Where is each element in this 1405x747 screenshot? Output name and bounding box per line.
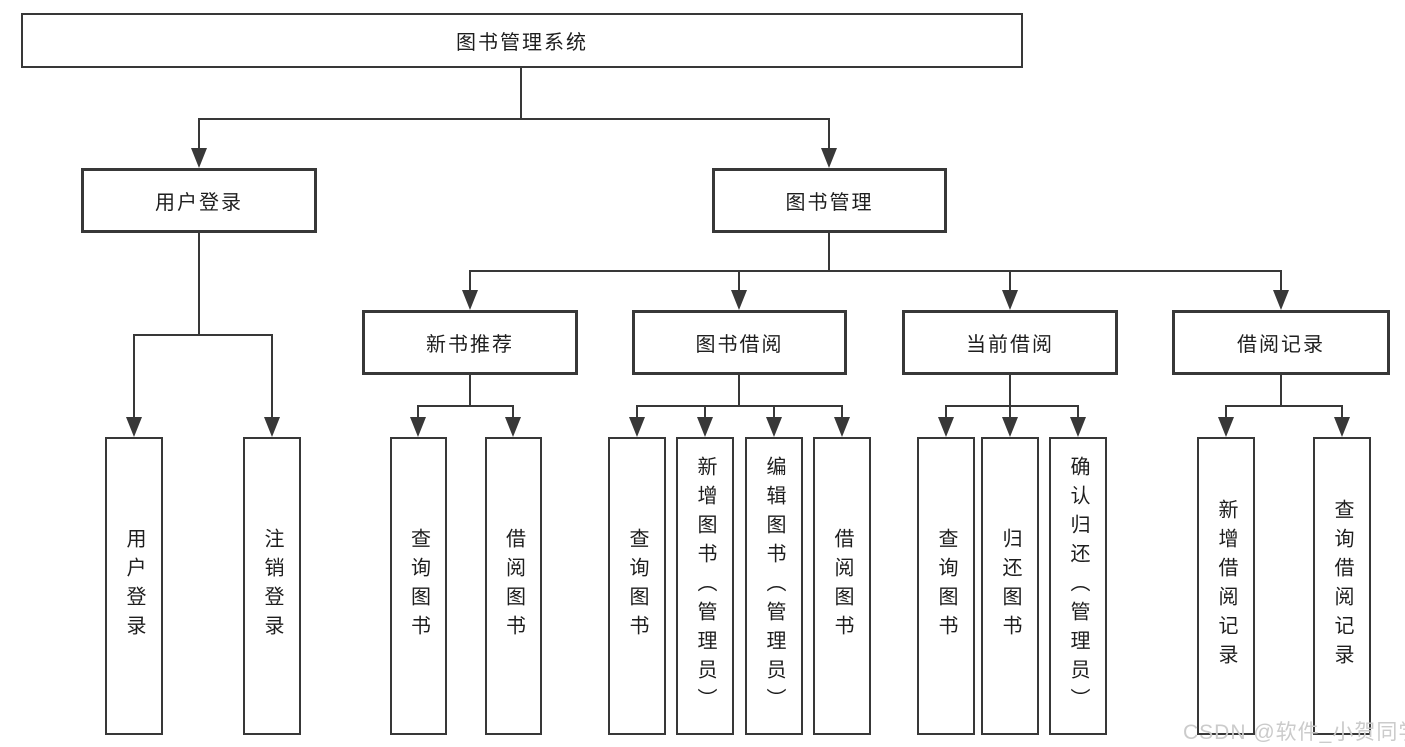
connector-vline <box>1009 375 1011 407</box>
leaf-current-confirm-return-label: 确认归还（管理员） <box>1067 455 1089 717</box>
connector-vline <box>1225 406 1227 420</box>
arrowhead-down <box>126 417 142 437</box>
arrowhead-down <box>821 148 837 168</box>
leaf-user-login-label: 用户登录 <box>123 528 145 644</box>
connector-vline <box>636 406 638 420</box>
leaf-current-return-book-label: 归还图书 <box>999 528 1021 644</box>
connector-vline <box>1341 406 1343 420</box>
leaf-logout-label: 注销登录 <box>261 528 283 644</box>
leaf-record-query-label: 查询借阅记录 <box>1331 499 1353 673</box>
leaf-borrow-add-book-label: 新增图书（管理员） <box>694 455 716 717</box>
leaf-record-add-label: 新增借阅记录 <box>1215 499 1237 673</box>
arrowhead-down <box>938 417 954 437</box>
leaf-user-login: 用户登录 <box>105 437 163 735</box>
leaf-borrow-edit-book-label: 编辑图书（管理员） <box>763 455 785 717</box>
leaf-borrow-borrow-book: 借阅图书 <box>813 437 871 735</box>
node-root-label: 图书管理系统 <box>456 32 588 54</box>
node-current-borrow: 当前借阅 <box>902 310 1118 375</box>
arrowhead-down <box>766 417 782 437</box>
connector-vline <box>738 375 740 407</box>
leaf-borrow-query-book-label: 查询图书 <box>626 528 648 644</box>
leaf-borrow-add-book: 新增图书（管理员） <box>676 437 734 735</box>
leaf-current-confirm-return: 确认归还（管理员） <box>1049 437 1107 735</box>
leaf-recommend-borrow-book: 借阅图书 <box>485 437 542 735</box>
arrowhead-down <box>629 417 645 437</box>
connector-hline <box>945 405 1079 407</box>
node-user-login: 用户登录 <box>81 168 317 233</box>
connector-hline <box>417 405 514 407</box>
node-book-borrow-label: 图书借阅 <box>695 334 784 356</box>
connector-hline <box>636 405 843 407</box>
leaf-current-query-book: 查询图书 <box>917 437 975 735</box>
leaf-recommend-query-book-label: 查询图书 <box>407 528 430 644</box>
node-user-login-label: 用户登录 <box>155 192 243 214</box>
leaf-current-query-book-label: 查询图书 <box>935 528 957 644</box>
leaf-record-add: 新增借阅记录 <box>1197 437 1255 735</box>
connector-vline <box>1077 406 1079 420</box>
node-new-book-recommend-label: 新书推荐 <box>426 334 514 356</box>
connector-vline <box>271 335 273 419</box>
arrowhead-down <box>1002 290 1018 310</box>
connector-vline <box>133 335 135 419</box>
leaf-recommend-borrow-book-label: 借阅图书 <box>502 528 525 644</box>
connector-vline <box>828 233 830 272</box>
leaf-borrow-query-book: 查询图书 <box>608 437 666 735</box>
connector-vline <box>469 375 471 407</box>
arrowhead-down <box>697 417 713 437</box>
connector-vline <box>841 406 843 420</box>
arrowhead-down <box>834 417 850 437</box>
arrowhead-down <box>505 417 521 437</box>
watermark: CSDN @软件_小贺同学 <box>1183 721 1405 744</box>
node-new-book-recommend: 新书推荐 <box>362 310 578 375</box>
leaf-logout: 注销登录 <box>243 437 301 735</box>
leaf-record-query: 查询借阅记录 <box>1313 437 1371 735</box>
connector-vline <box>1009 271 1011 292</box>
connector-hline <box>198 118 830 120</box>
leaf-borrow-borrow-book-label: 借阅图书 <box>831 528 853 644</box>
arrowhead-down <box>191 148 207 168</box>
node-book-management: 图书管理 <box>712 168 947 233</box>
arrowhead-down <box>731 290 747 310</box>
connector-vline <box>738 271 740 292</box>
connector-vline <box>198 233 200 336</box>
connector-vline <box>1009 406 1011 420</box>
connector-vline <box>828 119 830 150</box>
leaf-current-return-book: 归还图书 <box>981 437 1039 735</box>
leaf-recommend-query-book: 查询图书 <box>390 437 447 735</box>
connector-vline <box>512 406 514 420</box>
arrowhead-down <box>1218 417 1234 437</box>
node-root: 图书管理系统 <box>21 13 1023 68</box>
arrowhead-down <box>410 417 426 437</box>
connector-vline <box>773 406 775 420</box>
arrowhead-down <box>1070 417 1086 437</box>
node-borrow-record-label: 借阅记录 <box>1237 334 1325 356</box>
arrowhead-down <box>462 290 478 310</box>
arrowhead-down <box>1273 290 1289 310</box>
connector-vline <box>1280 375 1282 407</box>
connector-vline <box>1280 271 1282 292</box>
node-current-borrow-label: 当前借阅 <box>966 334 1054 356</box>
connector-hline <box>469 270 1282 272</box>
connector-vline <box>469 271 471 292</box>
arrowhead-down <box>1002 417 1018 437</box>
connector-vline <box>704 406 706 420</box>
connector-vline <box>945 406 947 420</box>
arrowhead-down <box>1334 417 1350 437</box>
connector-vline <box>520 68 522 119</box>
connector-vline <box>417 406 419 420</box>
node-borrow-record: 借阅记录 <box>1172 310 1390 375</box>
node-book-management-label: 图书管理 <box>785 192 874 214</box>
leaf-borrow-edit-book: 编辑图书（管理员） <box>745 437 803 735</box>
connector-hline <box>133 334 273 336</box>
connector-hline <box>1225 405 1343 407</box>
arrowhead-down <box>264 417 280 437</box>
node-book-borrow: 图书借阅 <box>632 310 847 375</box>
connector-vline <box>198 119 200 150</box>
